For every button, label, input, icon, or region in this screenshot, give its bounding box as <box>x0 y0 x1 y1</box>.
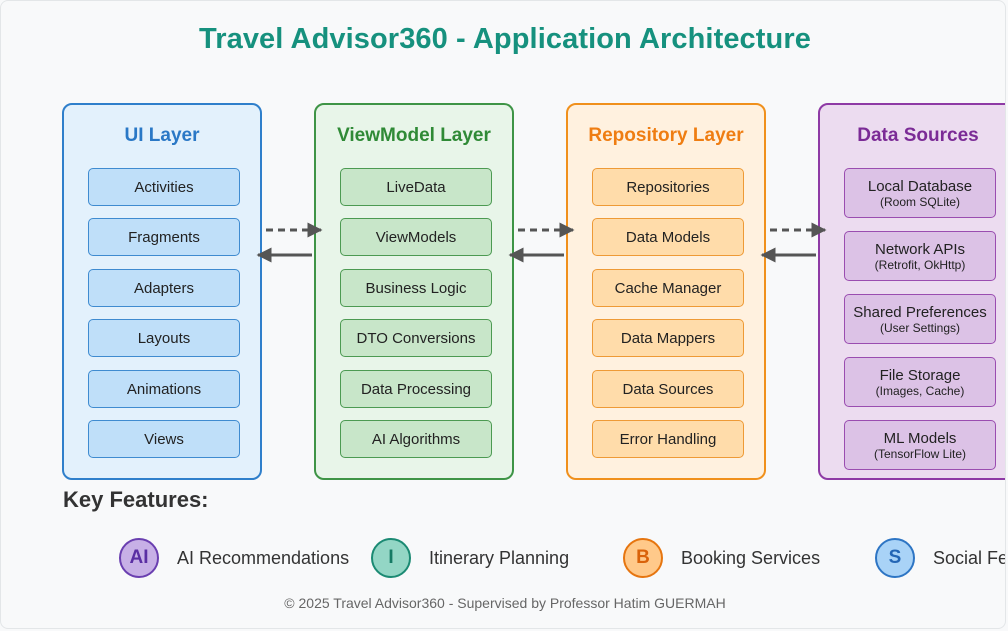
viewmodel-to-repository-arrows <box>508 222 575 263</box>
repo-item-data-mappers: Data Mappers <box>592 319 744 357</box>
ds-item-file-storage: File Storage(Images, Cache) <box>844 357 996 407</box>
ds-item-network-apis: Network APIs(Retrofit, OkHttp) <box>844 231 996 281</box>
vm-item-business-logic: Business Logic <box>340 269 492 307</box>
ui-item-fragments: Fragments <box>88 218 240 256</box>
repository-layer-box: Repository Layer Repositories Data Model… <box>566 103 766 480</box>
data-sources-box: Data Sources Local Database(Room SQLite)… <box>818 103 1005 480</box>
booking-badge-icon: B <box>623 538 663 578</box>
feature-ai-recommendations: AI AI Recommendations <box>119 538 349 578</box>
data-sources-title: Data Sources <box>857 125 979 146</box>
feature-booking-services: B Booking Services <box>623 538 820 578</box>
feature-label: Social Features <box>933 547 1006 568</box>
vm-item-dto-conversions: DTO Conversions <box>340 319 492 357</box>
feature-label: Booking Services <box>681 547 821 568</box>
vm-item-ai-algorithms: AI Algorithms <box>340 420 492 458</box>
repository-to-datasources-arrows <box>760 222 827 263</box>
ds-item-local-database: Local Database(Room SQLite) <box>844 168 996 218</box>
repository-layer-title: Repository Layer <box>588 125 744 146</box>
ui-item-layouts: Layouts <box>88 319 240 357</box>
feature-label: Itinerary Planning <box>429 547 570 568</box>
social-badge-icon: S <box>875 538 915 578</box>
ui-item-adapters: Adapters <box>88 269 240 307</box>
itinerary-badge-icon: I <box>371 538 411 578</box>
repo-item-data-sources: Data Sources <box>592 370 744 408</box>
vm-item-livedata: LiveData <box>340 168 492 206</box>
repo-item-error-handling: Error Handling <box>592 420 744 458</box>
ui-layer-title: UI Layer <box>124 125 200 146</box>
footer-copyright: © 2025 Travel Advisor360 - Supervised by… <box>284 595 726 611</box>
vm-item-data-processing: Data Processing <box>340 370 492 408</box>
ai-badge-icon: AI <box>119 538 159 578</box>
ds-item-shared-preferences: Shared Preferences(User Settings) <box>844 294 996 344</box>
repo-item-repositories: Repositories <box>592 168 744 206</box>
feature-itinerary-planning: I Itinerary Planning <box>371 538 569 578</box>
ui-item-animations: Animations <box>88 370 240 408</box>
ds-item-ml-models: ML Models(TensorFlow Lite) <box>844 420 996 470</box>
diagram-title: Travel Advisor360 - Application Architec… <box>199 23 811 55</box>
key-features-title: Key Features: <box>63 487 209 512</box>
repo-item-cache-manager: Cache Manager <box>592 269 744 307</box>
feature-label: AI Recommendations <box>177 547 350 568</box>
ui-item-activities: Activities <box>88 168 240 206</box>
vm-item-viewmodels: ViewModels <box>340 218 492 256</box>
ui-item-views: Views <box>88 420 240 458</box>
repo-item-data-models: Data Models <box>592 218 744 256</box>
viewmodel-layer-title: ViewModel Layer <box>337 125 491 146</box>
viewmodel-layer-box: ViewModel Layer LiveData ViewModels Busi… <box>314 103 514 480</box>
feature-social-features: S Social Features <box>875 538 1006 578</box>
ui-layer-box: UI Layer Activities Fragments Adapters L… <box>62 103 262 480</box>
ui-to-viewmodel-arrows <box>256 222 323 263</box>
